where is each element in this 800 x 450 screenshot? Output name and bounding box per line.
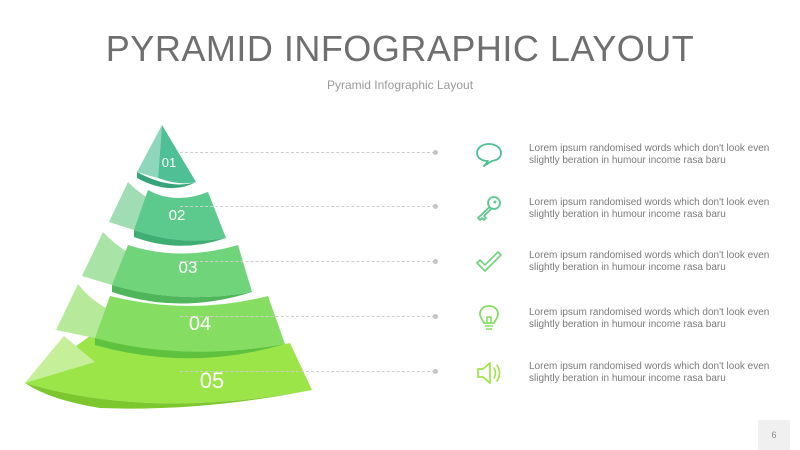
leader-line-01: [180, 152, 435, 153]
level-label-03: 03: [179, 258, 198, 277]
description-02-line2: slightly beration in humour income rasa …: [529, 209, 726, 220]
leader-line-02: [180, 206, 435, 207]
description-03-line2: slightly beration in humour income rasa …: [529, 262, 726, 273]
level-label-05: 05: [200, 368, 224, 393]
description-01-line1: Lorem ipsum randomised words which don't…: [529, 143, 770, 154]
description-05-line2: slightly beration in humour income rasa …: [529, 373, 726, 384]
description-03: Lorem ipsum randomised words which don't…: [529, 250, 779, 274]
description-04-line2: slightly beration in humour income rasa …: [529, 319, 726, 330]
checkmark-icon: [474, 248, 504, 278]
description-05: Lorem ipsum randomised words which don't…: [529, 361, 779, 385]
description-01-line2: slightly beration in humour income rasa …: [529, 155, 726, 166]
leader-dot-04: [433, 314, 438, 319]
level-label-04: 04: [189, 313, 211, 335]
description-02-line1: Lorem ipsum randomised words which don't…: [529, 197, 770, 208]
lightbulb-icon: [474, 303, 504, 333]
speaker-icon: [474, 358, 504, 388]
description-02: Lorem ipsum randomised words which don't…: [529, 197, 779, 221]
pyramid-level-04: 04: [56, 284, 285, 359]
page-number: 6: [758, 420, 790, 450]
description-04-line1: Lorem ipsum randomised words which don't…: [529, 307, 770, 318]
level-label-02: 02: [169, 207, 186, 224]
leader-line-03: [180, 261, 435, 262]
pyramid-level-02: 02: [109, 182, 226, 246]
slide-subtitle: Pyramid Infographic Layout: [326, 78, 474, 92]
slide-title: PYRAMID INFOGRAPHIC LAYOUT: [105, 28, 695, 69]
level-label-01: 01: [162, 155, 176, 170]
description-05-line1: Lorem ipsum randomised words which don't…: [529, 361, 770, 372]
description-04: Lorem ipsum randomised words which don't…: [529, 307, 779, 331]
description-01: Lorem ipsum randomised words which don't…: [529, 143, 779, 167]
leader-line-05: [180, 371, 435, 372]
pyramid-level-01: 01: [137, 125, 196, 189]
leader-dot-03: [433, 259, 438, 264]
speech-bubble-icon: [474, 139, 504, 169]
pyramid-level-03: 03: [82, 232, 252, 304]
leader-line-04: [180, 316, 435, 317]
leader-dot-05: [433, 369, 438, 374]
description-03-line1: Lorem ipsum randomised words which don't…: [529, 250, 770, 261]
leader-dot-02: [433, 204, 438, 209]
leader-dot-01: [433, 150, 438, 155]
key-icon: [474, 193, 504, 223]
